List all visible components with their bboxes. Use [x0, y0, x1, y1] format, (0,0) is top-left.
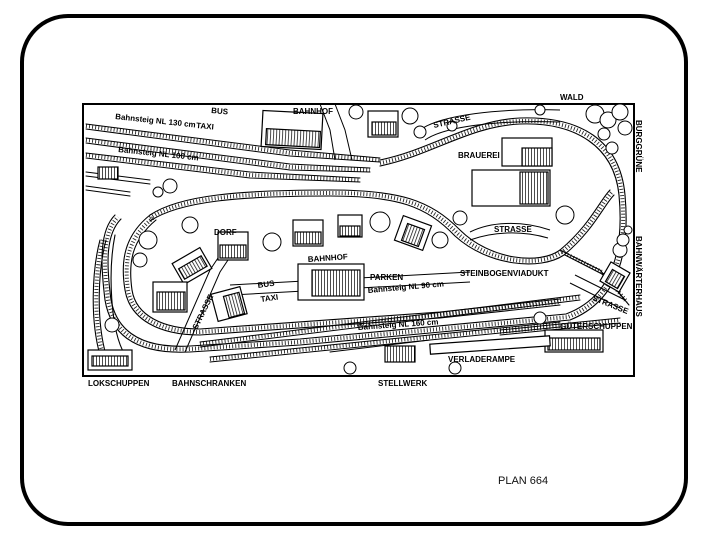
label-bus-mid: BUS	[257, 279, 276, 290]
tree-cluster-bottom	[104, 242, 628, 375]
bahnhof-top-roof	[264, 128, 322, 149]
small-trees-right	[616, 225, 633, 247]
dorf-house-1-roof	[177, 254, 208, 281]
label-dorf: DORF	[214, 228, 237, 237]
brauerei-roof	[519, 171, 549, 205]
stellwerk-building	[384, 345, 416, 363]
small-shed	[97, 166, 119, 180]
label-taxi-top: TAXI	[196, 121, 214, 132]
gueterschuppen-roof	[547, 337, 601, 351]
label-lokschuppen: LOKSCHUPPEN	[88, 379, 150, 388]
label-bus-top: BUS	[211, 106, 229, 116]
label-verladerampe: VERLADERAMPE	[448, 355, 516, 364]
tree-cluster-wald	[585, 103, 633, 155]
buildings	[87, 109, 631, 371]
verladerampe-platform	[429, 335, 551, 355]
track-ties	[85, 118, 629, 361]
tracks	[85, 117, 630, 363]
label-parken: PARKEN	[370, 273, 403, 282]
label-taxi-mid: TAXI	[260, 293, 279, 304]
label-bahnhof-top: BAHNHOF	[293, 107, 333, 116]
bahnwaerterhaus-roof	[604, 268, 626, 290]
tree-cluster-middle	[132, 178, 575, 268]
label-stellwerk: STELLWERK	[378, 379, 428, 388]
rounded-frame	[20, 14, 688, 526]
label-brauerei: BRAUEREI	[458, 151, 500, 160]
trees	[104, 103, 633, 375]
label-wald: WALD	[560, 93, 584, 102]
label-bahnwaerterhaus: BAHNWÄRTERHAUS	[634, 236, 643, 318]
lokschuppen-roof	[91, 355, 129, 367]
label-bahnschranken: BAHNSCHRANKEN	[172, 379, 246, 388]
label-strasse-mid: STRASSE	[494, 225, 532, 234]
bus-shelter-roof	[222, 291, 246, 319]
label-bahnhof-mid: BAHNHOF	[308, 252, 349, 264]
brauerei-small-roof	[521, 147, 553, 167]
label-burggruene: BURGGRÜNE	[634, 120, 643, 173]
left-house-roof	[156, 291, 186, 311]
house-top-1-roof	[371, 121, 397, 136]
tree-cluster-top	[348, 104, 546, 139]
plan-number: PLAN 664	[498, 475, 549, 487]
bahnhof-mid-roof	[311, 269, 361, 297]
dorf-house-5-roof	[400, 222, 426, 248]
dorf-house-2-roof	[219, 244, 247, 259]
dorf-house-4-roof	[339, 225, 361, 237]
label-gueterschuppen: GÜTERSCHUPPEN	[560, 322, 633, 331]
label-steinbogenviadukt: STEINBOGENVIADUKT	[460, 269, 549, 278]
dorf-house-3-roof	[294, 231, 322, 245]
